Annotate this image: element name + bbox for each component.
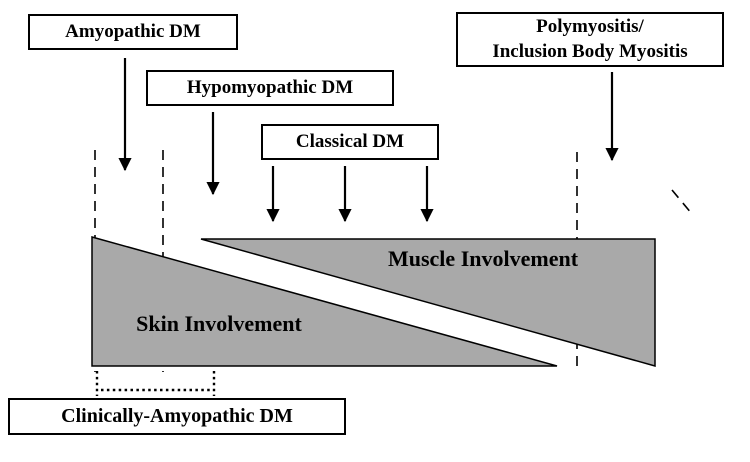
muscle-involvement-triangle: [200, 238, 656, 367]
clinically-amyopathic-dm-label: Clinically-Amyopathic DM: [61, 405, 293, 427]
polymyositis-label-line2: Inclusion Body Myositis: [492, 40, 688, 62]
classical-dm-label-box: Classical DM: [261, 124, 439, 160]
hypomyopathic-dm-label-box: Hypomyopathic DM: [146, 70, 394, 106]
polymyositis-label-line1: Polymyositis/: [536, 15, 644, 37]
skin-involvement-label: Skin Involvement: [136, 311, 302, 336]
amyopathic-dm-label: Amyopathic DM: [65, 21, 201, 42]
clinically-amyopathic-dm-label-box: Clinically-Amyopathic DM: [8, 398, 346, 435]
polymyositis-ibm-label-box: Polymyositis/ Inclusion Body Myositis: [456, 12, 724, 67]
classical-dm-label: Classical DM: [295, 131, 405, 152]
skin-involvement-triangle: [91, 236, 558, 367]
muscle-involvement-label: Muscle Involvement: [388, 246, 579, 271]
dashed-mark-far-right: [671, 189, 693, 215]
hypomyopathic-dm-label: Hypomyopathic DM: [186, 77, 354, 98]
polymyositis-ibm-label: Polymyositis/ Inclusion Body Myositis: [492, 15, 687, 64]
amyopathic-dm-label-box: Amyopathic DM: [28, 14, 238, 50]
